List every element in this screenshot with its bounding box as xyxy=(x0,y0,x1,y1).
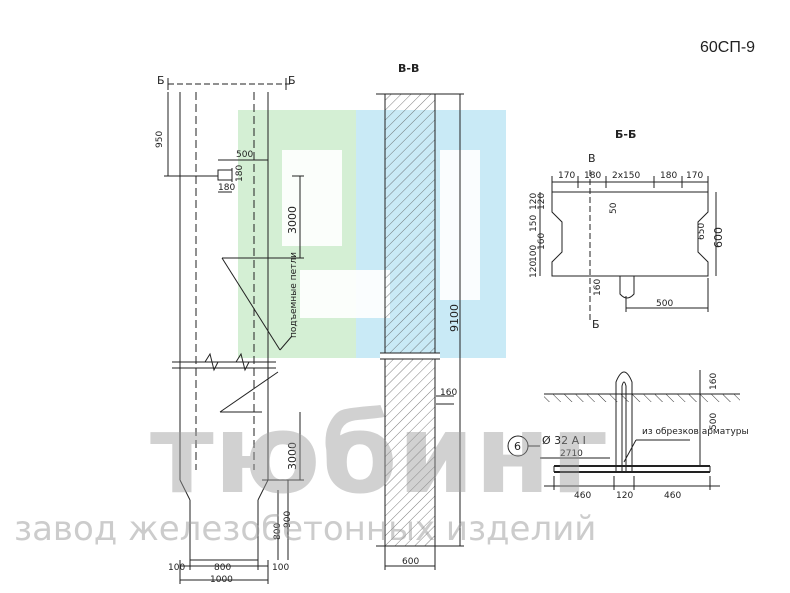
dim-500: 500 xyxy=(236,150,253,160)
elevation-view xyxy=(164,78,304,584)
section-vv xyxy=(376,93,464,570)
bb-left-dim: 150 xyxy=(529,215,539,232)
dim-3000-top: 3000 xyxy=(286,206,299,234)
lifting-loops-label: подъемные петли xyxy=(289,252,299,338)
dim-3000-bottom: 3000 xyxy=(286,442,299,470)
dim-100-left: 100 xyxy=(168,563,185,573)
product-code: 60СП-9 xyxy=(700,39,755,56)
dim-800-horizontal: 800 xyxy=(214,563,231,573)
bb-top-dim: 180 xyxy=(660,171,677,181)
section-bb-top-dims: 170 180 2х150 180 170 xyxy=(558,171,703,181)
dim-950: 950 xyxy=(155,131,165,148)
bb-top-dim: 170 xyxy=(558,171,575,181)
loop-bar-spec: Ø 32 А I xyxy=(542,434,586,447)
section-bb xyxy=(539,170,717,320)
watermark-brand: тюбинг xyxy=(150,390,608,518)
dim-1000: 1000 xyxy=(210,575,233,585)
watermark-subtitle: завод железобетонных изделий xyxy=(14,509,596,549)
dim-180-a: 180 xyxy=(235,165,245,182)
bb-top-dim: 2х150 xyxy=(612,171,641,181)
bb-left-dim: 120 xyxy=(529,261,539,278)
loop-dim-500: 500 xyxy=(709,413,719,430)
bb-dim-650: 650 xyxy=(697,223,707,240)
loop-dim-460-left: 460 xyxy=(574,491,591,501)
bb-dim-600: 600 xyxy=(712,227,725,248)
dim-160-vv: 160 xyxy=(440,388,457,398)
bb-left-dim: 100 xyxy=(529,245,539,262)
bb-left-dim: 160 xyxy=(537,233,547,250)
dim-800-vertical: 800 xyxy=(273,523,283,540)
bb-left-dim: 120 xyxy=(537,193,547,210)
dim-100-right: 100 xyxy=(272,563,289,573)
bb-left-dim: 120 xyxy=(529,193,539,210)
section-mark-right: Б xyxy=(288,74,296,87)
bb-top-dim: 170 xyxy=(686,171,703,181)
section-bb-v-mark: В xyxy=(588,152,596,165)
bb-top-dim: 180 xyxy=(584,171,601,181)
dim-600-vv: 600 xyxy=(402,557,419,567)
dim-180-b: 180 xyxy=(218,183,235,193)
loop-bar-length: 2710 xyxy=(560,449,583,459)
loop-dim-460-right: 460 xyxy=(664,491,681,501)
loop-note: из обрезков арматуры xyxy=(642,427,749,437)
dim-9100: 9100 xyxy=(448,304,461,332)
loop-detail xyxy=(507,370,740,490)
section-bb-title: Б-Б xyxy=(615,128,636,141)
section-bb-b-mark: Б xyxy=(592,318,600,331)
loop-dim-160: 160 xyxy=(709,373,719,390)
loop-callout-number: 6 xyxy=(514,440,521,453)
bb-dim-50: 50 xyxy=(609,202,619,214)
section-bb-left-dims: 120 120 150 160 100 120 xyxy=(529,193,547,278)
logo-white-notch-2 xyxy=(300,270,390,318)
logo-white-notch-1 xyxy=(282,150,342,246)
brand-logo xyxy=(238,110,506,358)
section-vv-title: В-В xyxy=(398,62,419,75)
bb-dim-160: 160 xyxy=(593,279,603,296)
bb-dim-500: 500 xyxy=(656,299,673,309)
dim-900-vertical: 900 xyxy=(283,511,293,528)
loop-dim-120: 120 xyxy=(616,491,633,501)
section-mark-left: Б xyxy=(157,74,165,87)
